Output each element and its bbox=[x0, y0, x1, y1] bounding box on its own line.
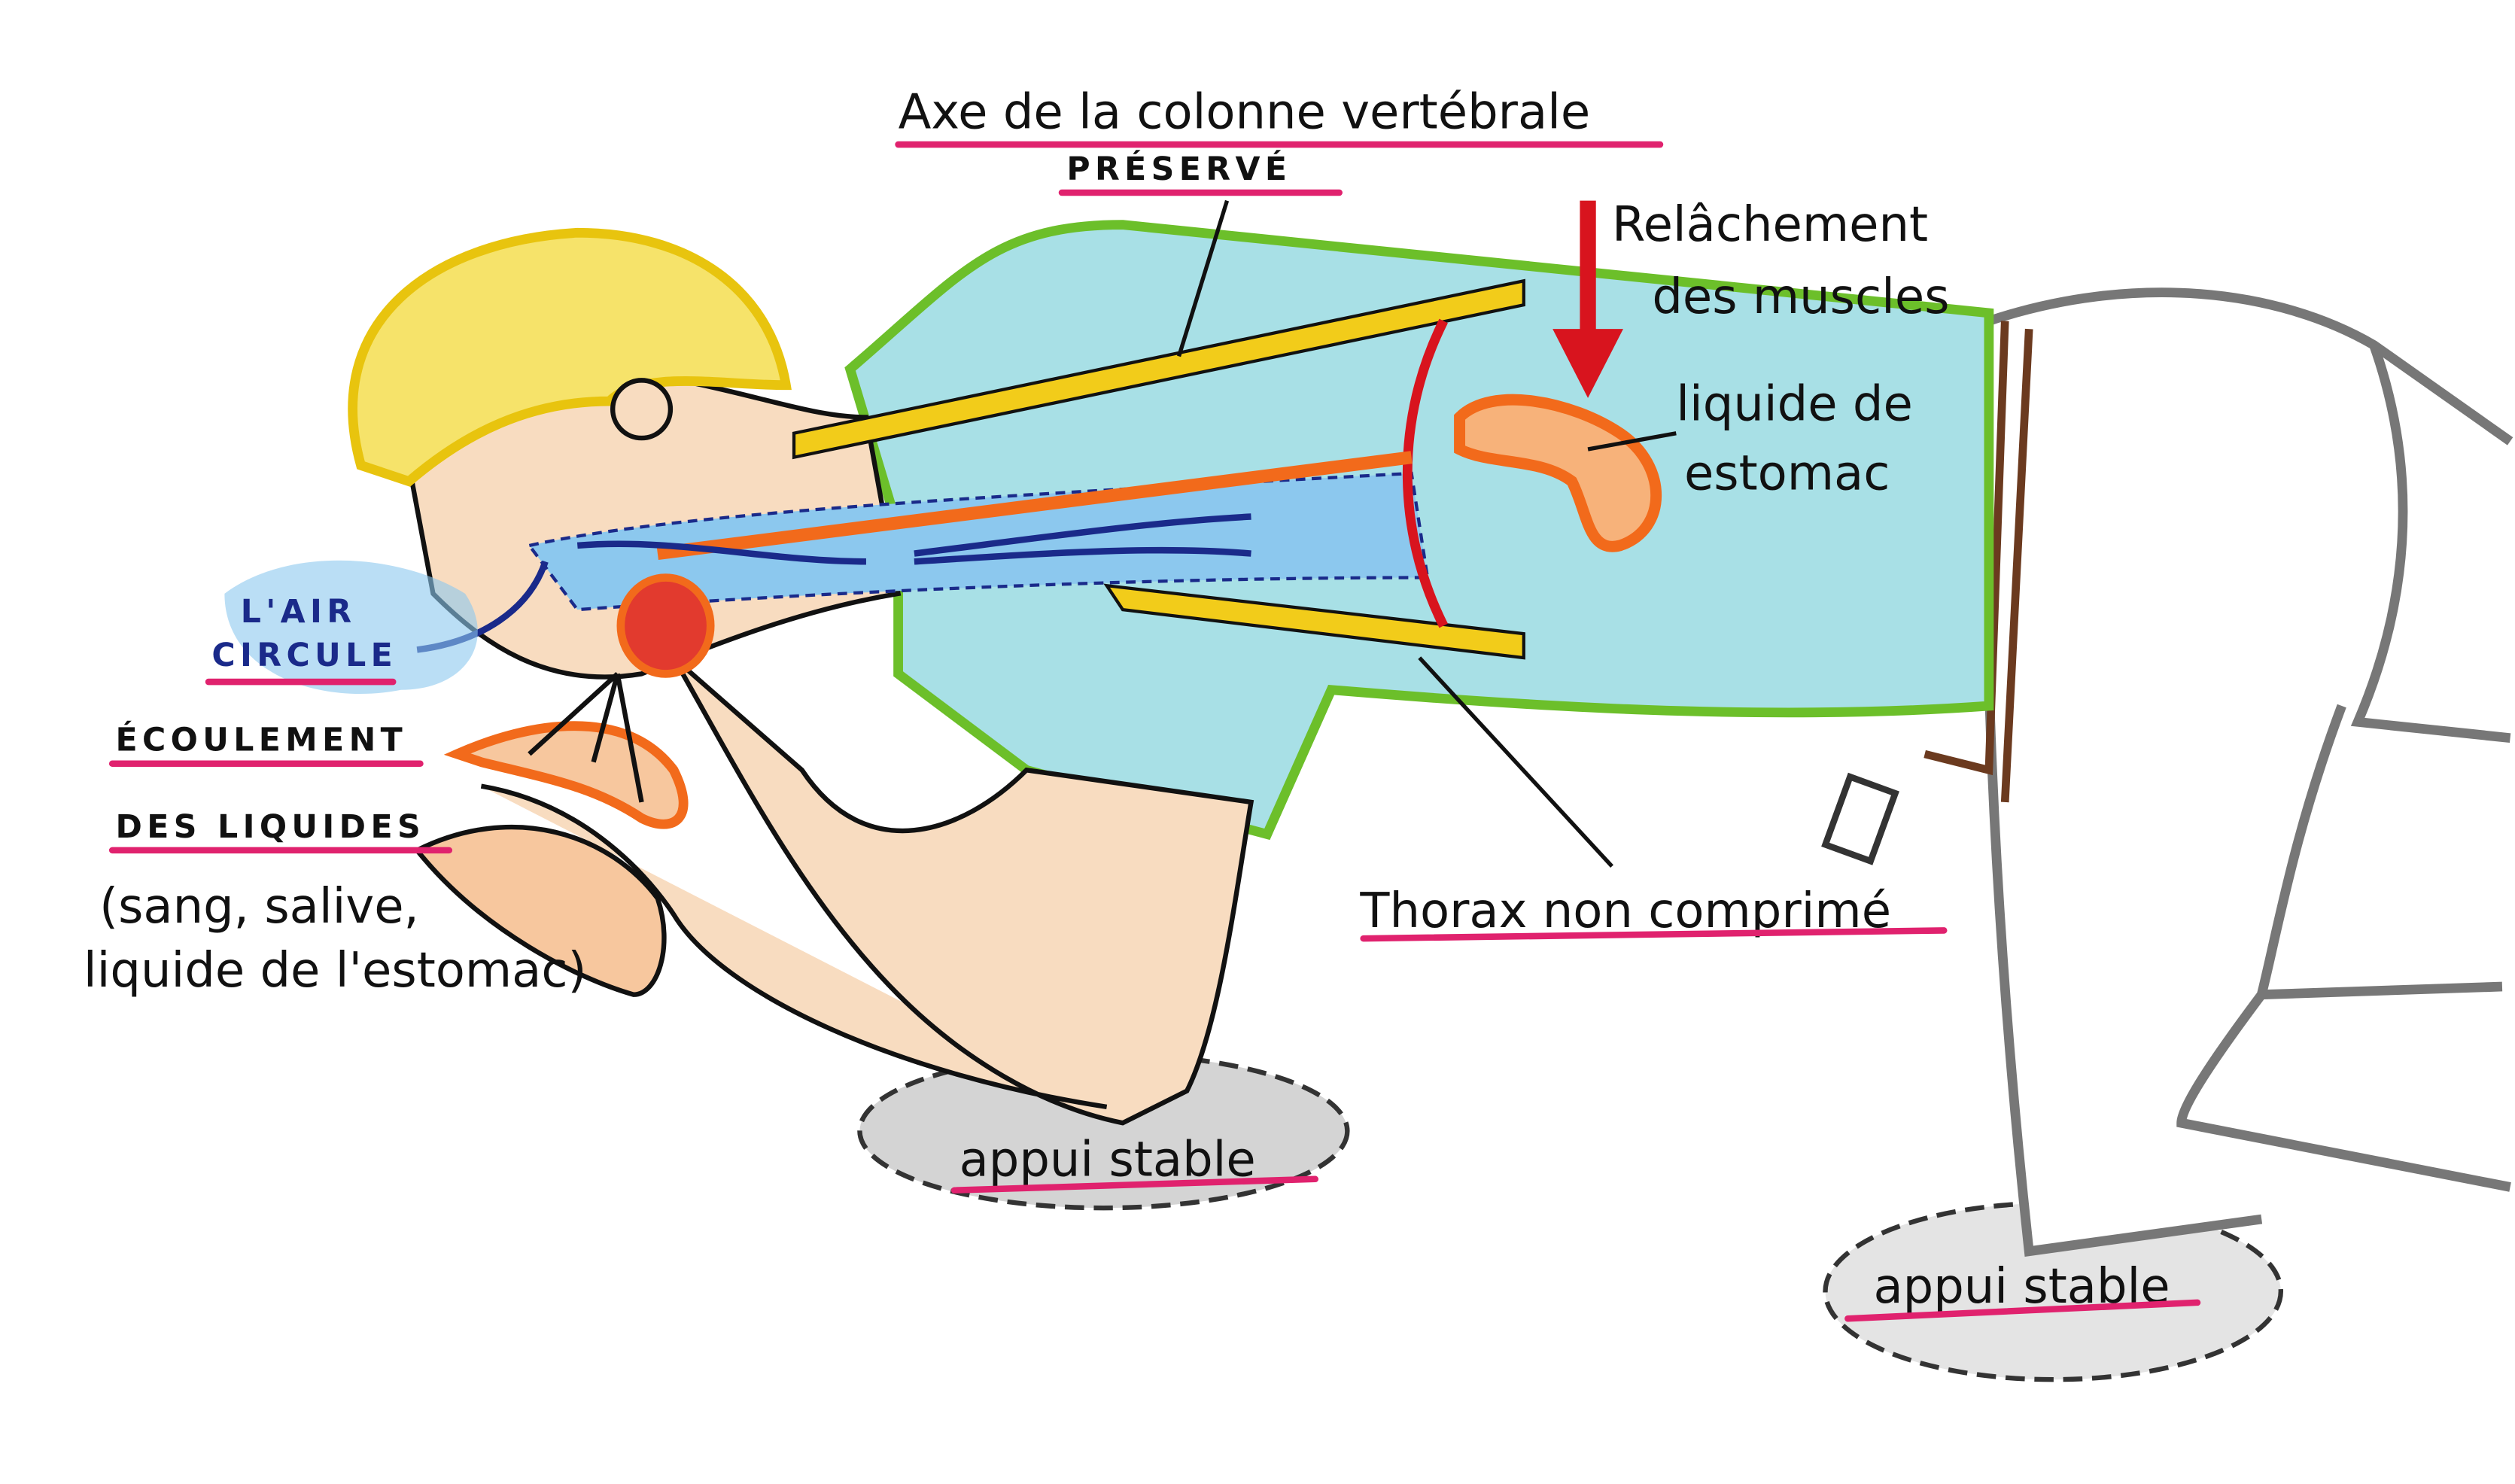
belt-strap bbox=[1924, 321, 2033, 803]
ear bbox=[610, 378, 674, 441]
flow-label-line2: DES LIQUIDES bbox=[115, 808, 425, 846]
stomach-pointer bbox=[1587, 431, 1677, 452]
muscles-label-line1: Relâchement bbox=[1612, 197, 1928, 253]
preserved-label: PRÉSERVÉ bbox=[1066, 150, 1291, 188]
front-support-pad bbox=[857, 1051, 1350, 1211]
flow-detail-line2: liquide de l'estomac) bbox=[84, 943, 587, 999]
spine-axis-label: Axe de la colonne vertébrale bbox=[899, 85, 1591, 141]
muscle-arrow-head bbox=[1552, 329, 1623, 398]
tongue bbox=[616, 573, 715, 678]
hand bbox=[413, 824, 667, 997]
esophagus-fluid bbox=[656, 451, 1413, 561]
rib-cage bbox=[1402, 318, 1448, 628]
belt-buckle bbox=[1821, 772, 1899, 865]
hair bbox=[348, 227, 792, 487]
air-label-line2: CIRCULE bbox=[211, 637, 397, 674]
air-cloud bbox=[224, 560, 478, 695]
stomach bbox=[1454, 394, 1662, 552]
airway bbox=[526, 471, 1430, 612]
air-flow-arrows bbox=[416, 513, 1251, 653]
muscles-label-line2: des muscles bbox=[1652, 269, 1949, 325]
flow-label-line1: ÉCOULEMENT bbox=[115, 721, 407, 759]
stomach-label-line1: liquide de bbox=[1676, 377, 1913, 433]
thorax-pointer bbox=[1418, 656, 1613, 868]
legs-trousers bbox=[1981, 287, 2513, 1257]
air-label-line1: L'AIR bbox=[241, 593, 357, 631]
stomach-label-line2: estomac bbox=[1684, 446, 1890, 501]
support-front-label: appui stable bbox=[959, 1133, 1256, 1188]
flow-detail-line1: (sang, salive, bbox=[99, 879, 419, 935]
preserved-pointer bbox=[1177, 199, 1230, 357]
spine bbox=[792, 278, 1525, 660]
fluid-arrows bbox=[528, 672, 644, 803]
fluid-puddle bbox=[443, 721, 689, 829]
arms bbox=[480, 655, 1254, 1126]
